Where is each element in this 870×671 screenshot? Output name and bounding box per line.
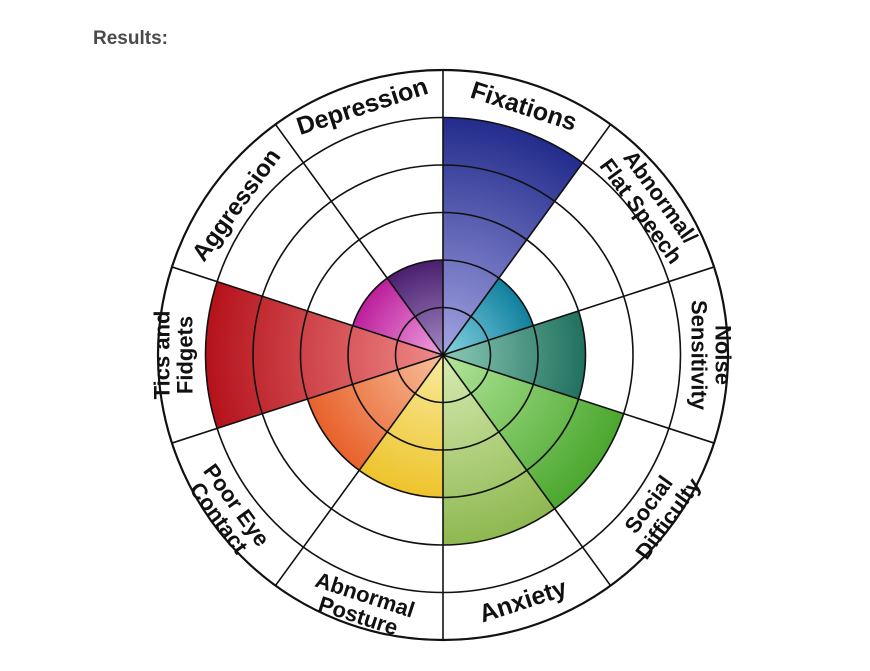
wedge-aggression xyxy=(352,278,443,355)
grid-spoke-9 xyxy=(274,123,444,356)
grid-spoke-7 xyxy=(171,354,444,444)
wedge-fixations xyxy=(443,117,583,355)
grid-layer xyxy=(156,68,730,642)
category-label-noise-sensitivity: NoiseSensitivity xyxy=(686,300,735,411)
category-label-tics-and-fidgets: Tics andFidgets xyxy=(150,311,198,400)
results-label: Results: xyxy=(93,28,168,49)
grid-spoke-1 xyxy=(442,123,612,356)
grid-spoke-6 xyxy=(274,354,444,587)
wedge-anxiety xyxy=(443,355,555,545)
wedge-tics-and-fidgets xyxy=(205,281,443,429)
grid-spoke-8 xyxy=(171,266,444,356)
wedge-depression xyxy=(387,260,443,355)
wedge-layer xyxy=(205,117,624,545)
wedge-poor-eye-contact xyxy=(307,355,443,471)
category-label-anxiety: Anxiety xyxy=(476,574,571,629)
grid-spoke-4 xyxy=(442,354,612,587)
wedge-abnormal-posture xyxy=(359,355,443,498)
category-label-social-difficulty: SocialDifficulty xyxy=(611,458,706,564)
wedge-social-difficulty xyxy=(443,355,624,509)
category-label-poor-eye-contact: Poor EyeContact xyxy=(181,459,275,564)
grid-spoke-3 xyxy=(442,354,715,444)
grid-spoke-2 xyxy=(442,266,715,356)
wedge-noise-sensitivity xyxy=(443,310,586,400)
wedge-abnormal-flat-speech xyxy=(443,278,534,355)
